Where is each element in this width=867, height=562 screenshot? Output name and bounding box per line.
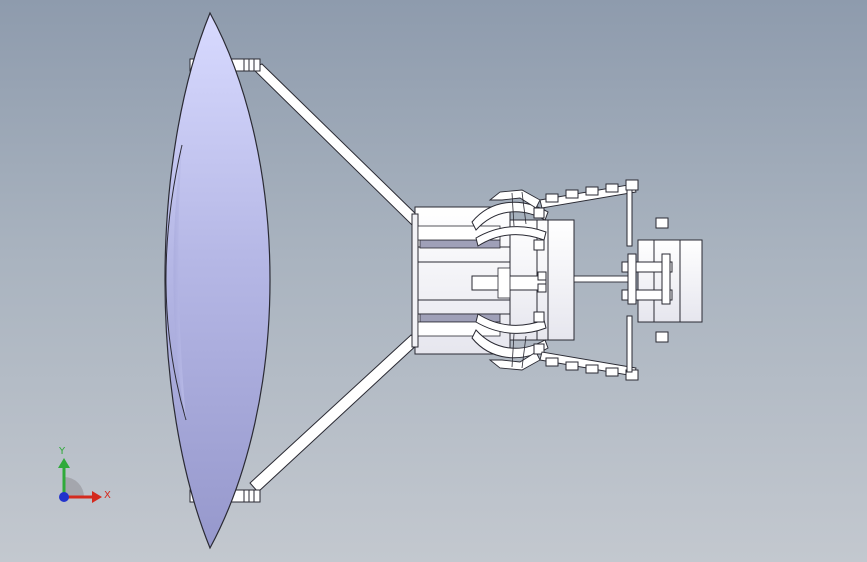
feed-housing: [411, 206, 511, 355]
linkage-chain-upper: [539, 179, 669, 247]
support-strut-upper: [251, 63, 421, 226]
coordinate-triad: Y X: [58, 446, 111, 503]
dish-rim-edge: [165, 144, 187, 421]
parabolic-dish: [164, 11, 271, 550]
y-axis-arrow-icon: [58, 458, 70, 468]
support-strut-lower: [249, 334, 421, 493]
z-axis-dot-icon: [59, 492, 69, 502]
linkage-chain-lower: [539, 315, 669, 381]
x-axis-arrow-icon: [92, 491, 102, 503]
y-axis-label: Y: [58, 446, 66, 457]
flange-fasteners: [533, 207, 547, 355]
x-axis-label: X: [104, 490, 111, 501]
actuator-block: [621, 239, 703, 323]
drive-shaft: [573, 275, 637, 283]
